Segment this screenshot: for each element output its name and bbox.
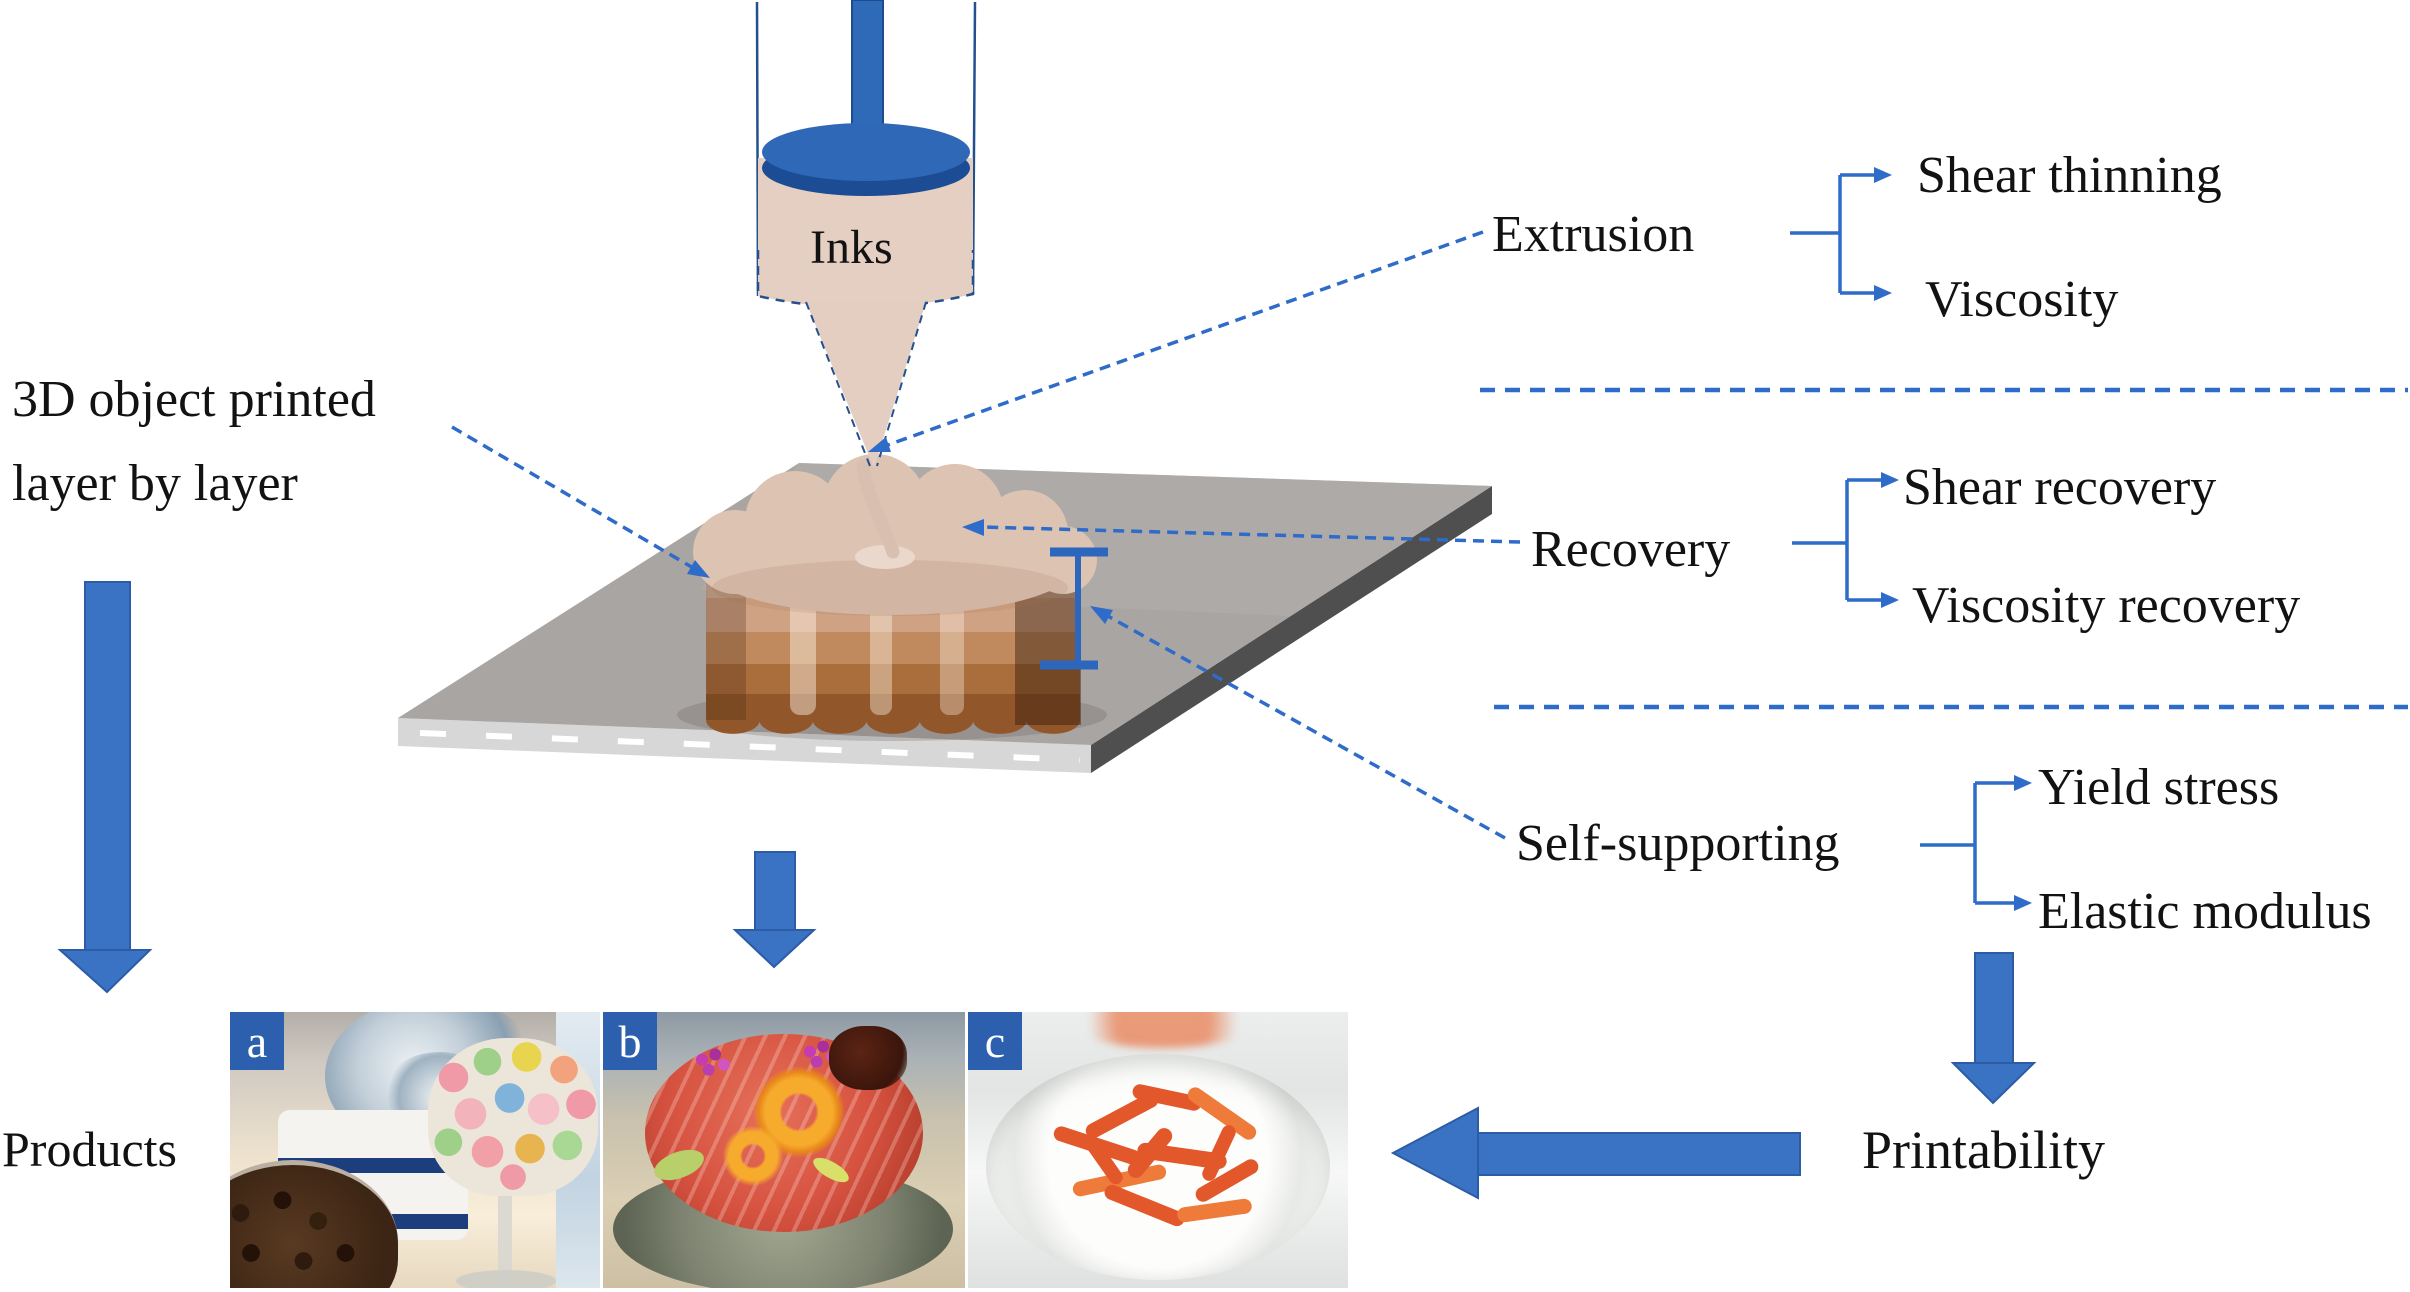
ink-reservoir: [758, 158, 973, 308]
branch-item-shear-recovery: Shear recovery: [1903, 459, 2217, 516]
printability-label: Printability: [1862, 1120, 2105, 1180]
photo-a-background: [230, 1012, 600, 1288]
photo-a-right-band: [556, 1012, 600, 1288]
photo-b-printed-swirl-small: [715, 1120, 791, 1192]
syringe-barrel-left: [755, 1, 760, 297]
products-label: Products: [2, 1121, 177, 1177]
photo-a-cake-stripe: [278, 1214, 468, 1229]
photo-a-goblet-foot: [456, 1270, 556, 1288]
ink-stream: [856, 459, 900, 559]
branch-item-yield-stress: Yield stress: [2038, 759, 2280, 816]
photo-a-cake-stripe: [278, 1158, 468, 1173]
arrow-down-products: [57, 581, 153, 994]
product-photo-a: a: [230, 1012, 600, 1288]
photo-b-background: [603, 1012, 965, 1288]
flow-arrows: [57, 581, 2037, 1200]
photo-a-chocolate-lattice-bowl: [230, 1160, 398, 1288]
branch-label-recovery: Recovery: [1531, 521, 1731, 578]
height-measure-bracket: [1040, 547, 1108, 670]
plunger-rod: [851, 0, 884, 139]
arrow-left-printability-to-products: [1390, 1106, 1801, 1200]
pointer-object-label: [451, 425, 696, 571]
photo-b-leaf-garnish: [650, 1143, 708, 1187]
object-caption-line1: 3D object printed: [12, 371, 376, 428]
photo-a-goblet-stem: [498, 1194, 512, 1288]
arrow-down-center: [732, 851, 817, 969]
photo-a-cake: [278, 1110, 468, 1240]
inks-label: Inks: [810, 221, 893, 274]
object-caption: 3D object printed layer by layer: [12, 371, 376, 513]
photo-b-tag: b: [603, 1012, 657, 1070]
photo-b-stone-base: [613, 1164, 953, 1288]
product-photo-c: c: [968, 1012, 1348, 1288]
photo-c-plate: [986, 1054, 1330, 1280]
photo-b-meat-round: [645, 1034, 923, 1232]
branch-arrowheads: [1874, 167, 2032, 911]
photo-c-background: [968, 1012, 1348, 1288]
branch-label-extrusion: Extrusion: [1492, 206, 1695, 263]
syringe: [755, 0, 977, 468]
photo-a-lattice-candies: [428, 1038, 598, 1196]
branch-label-self-supporting: Self-supporting: [1516, 815, 1840, 872]
syringe-barrel-right: [971, 1, 977, 295]
piston-disc: [762, 123, 970, 181]
photo-c-tag: c: [968, 1012, 1022, 1070]
pointer-lines: [451, 230, 1521, 840]
printed-object: [693, 454, 1097, 734]
nozzle-cone: [806, 302, 926, 468]
pointer-arrowheads: [687, 437, 1113, 624]
photo-b-leaf-garnish: [809, 1153, 853, 1187]
pointer-extrusion: [884, 230, 1484, 448]
arrow-down-printability: [1950, 952, 2037, 1105]
photo-a-ribbon-highlight: [380, 1052, 500, 1142]
branch-item-shear-thinning: Shear thinning: [1917, 147, 2222, 204]
branch-item-viscosity: Viscosity: [1925, 271, 2119, 328]
photo-c-coral-snack: [1042, 1078, 1274, 1236]
branch-item-viscosity-recovery: Viscosity recovery: [1912, 577, 2301, 634]
photo-b-flower-garnish: [799, 1038, 843, 1072]
product-photo-b: b: [603, 1012, 965, 1288]
photo-b-berry-cluster: [829, 1026, 907, 1090]
pointer-self-supporting: [1105, 613, 1506, 840]
branch-brackets: [1790, 173, 2016, 905]
photo-b-flower-garnish: [691, 1046, 735, 1080]
photo-a-tag: a: [230, 1012, 284, 1070]
photo-a-ribbon-bow: [325, 1012, 545, 1156]
branch-item-elastic-modulus: Elastic modulus: [2038, 883, 2372, 940]
photo-c-blurred-item: [1063, 1012, 1263, 1048]
object-caption-line2: layer by layer: [12, 455, 298, 513]
photo-b-printed-swirl: [743, 1060, 855, 1164]
